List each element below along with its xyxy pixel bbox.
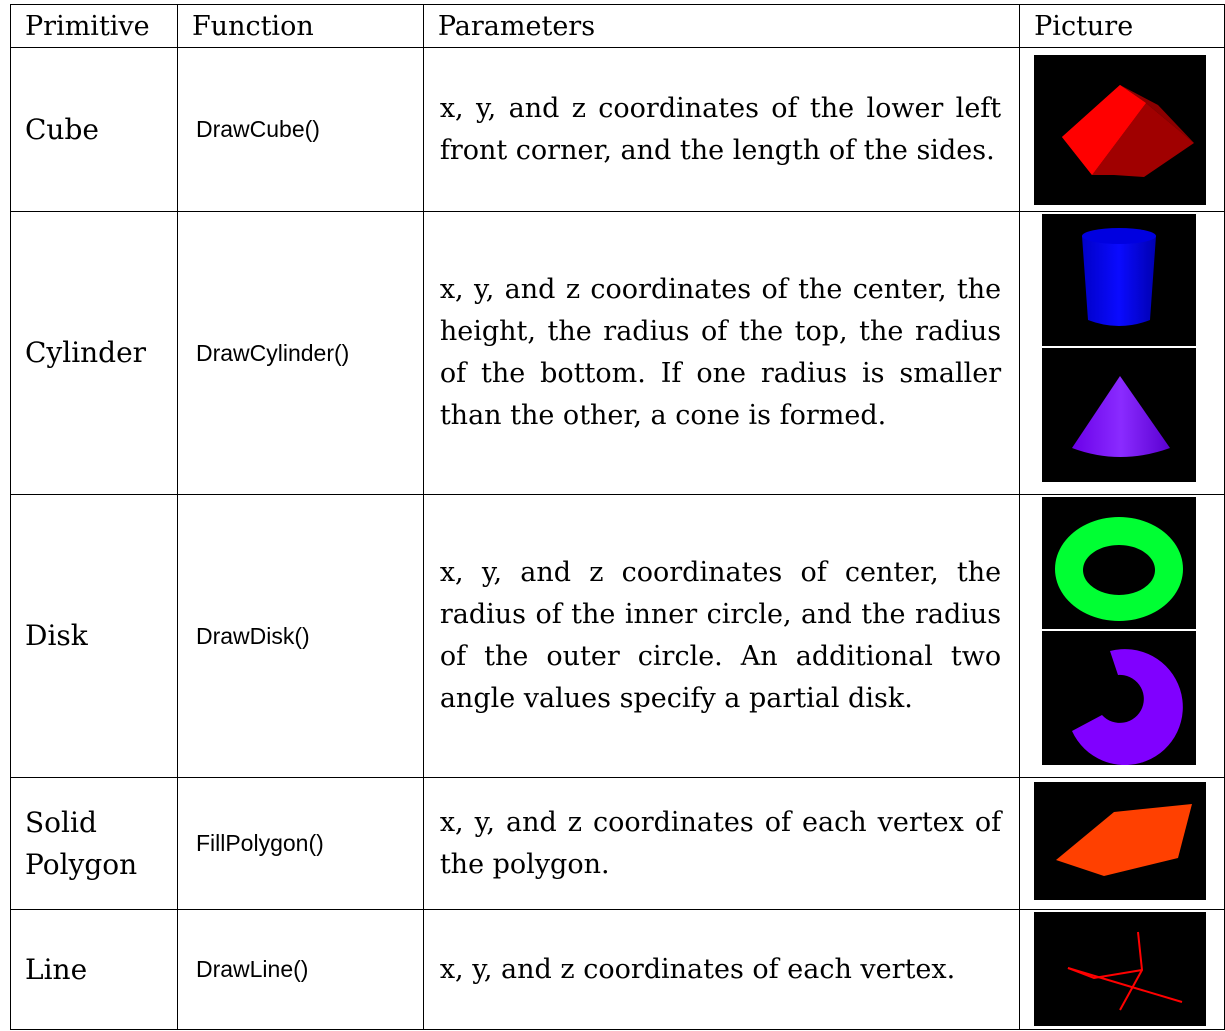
orange-polygon <box>1056 804 1193 876</box>
cylinder-body <box>1082 236 1157 326</box>
header-function: Function <box>176 4 424 48</box>
partial-disk-picture <box>1042 631 1197 765</box>
primitive-cell: Solid Polygon <box>10 777 178 910</box>
table-row: Line DrawLine() x, y, and z coordinates … <box>10 909 1225 1030</box>
header-parameters: Parameters <box>422 4 1021 48</box>
purple-partial-disk <box>1072 649 1183 765</box>
picture-cell <box>1019 909 1225 1030</box>
primitive-cell: Line <box>10 909 178 1030</box>
parameters-cell: x, y, and z coordinates of the lower lef… <box>422 47 1021 212</box>
picture-cell <box>1019 494 1225 778</box>
header-row: Primitive Function Parameters Picture <box>10 4 1225 48</box>
disk-picture <box>1042 497 1197 629</box>
polygon-picture <box>1034 782 1207 900</box>
red-line-3 <box>1067 967 1143 980</box>
picture-cell <box>1019 47 1225 212</box>
cube-picture <box>1034 55 1207 205</box>
primitives-table: Primitive Function Parameters Picture Cu… <box>10 4 1225 1030</box>
green-disk <box>1055 517 1184 621</box>
parameters-cell: x, y, and z coordinates of each vertex o… <box>422 777 1021 910</box>
header-primitive: Primitive <box>10 4 178 48</box>
cone-picture <box>1042 348 1197 482</box>
line-picture <box>1034 912 1207 1026</box>
table-row: Solid Polygon FillPolygon() x, y, and z … <box>10 777 1225 910</box>
function-cell: DrawDisk() <box>176 494 424 778</box>
function-cell: FillPolygon() <box>176 777 424 910</box>
picture-cell <box>1019 777 1225 910</box>
primitive-cell: Disk <box>10 494 178 778</box>
table-row: Cube DrawCube() x, y, and z coordinates … <box>10 47 1225 212</box>
function-cell: DrawLine() <box>176 909 424 1030</box>
table-row: Cylinder DrawCylinder() x, y, and z coor… <box>10 211 1225 495</box>
function-cell: DrawCylinder() <box>176 211 424 495</box>
parameters-cell: x, y, and z coordinates of center, the r… <box>422 494 1021 778</box>
parameters-cell: x, y, and z coordinates of each vertex. <box>422 909 1021 1030</box>
header-picture: Picture <box>1019 4 1225 48</box>
primitive-cell: Cube <box>10 47 178 212</box>
parameters-cell: x, y, and z coordinates of the center, t… <box>422 211 1021 495</box>
cylinder-top <box>1082 228 1157 244</box>
picture-cell <box>1019 211 1225 495</box>
cube-side-face <box>1092 103 1195 177</box>
cylinder-picture <box>1042 214 1197 346</box>
cone-body <box>1072 376 1171 457</box>
primitive-cell: Cylinder <box>10 211 178 495</box>
function-cell: DrawCube() <box>176 47 424 212</box>
table-row: Disk DrawDisk() x, y, and z coordinates … <box>10 494 1225 778</box>
red-line-2 <box>1067 967 1183 1003</box>
